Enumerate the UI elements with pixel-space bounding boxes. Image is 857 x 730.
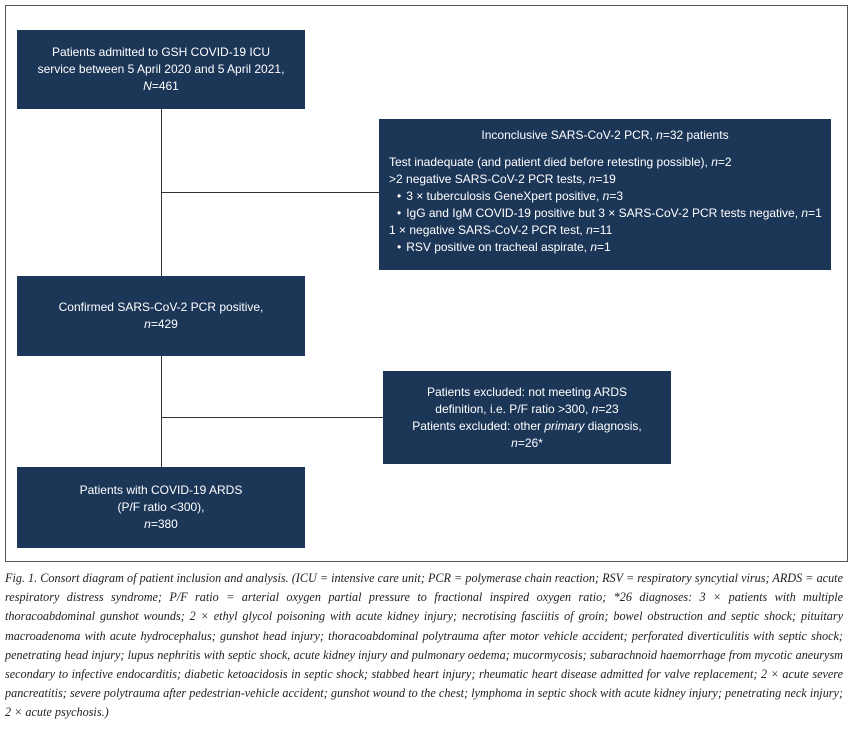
admitted-box: Patients admitted to GSH COVID-19 ICU se… (17, 30, 305, 109)
inconclusive-item-text: Test inadequate (and patient died before… (389, 155, 712, 169)
confirmed-line-1: Confirmed SARS-CoV-2 PCR positive, (58, 300, 264, 314)
inconclusive-item-text: >2 negative SARS-CoV-2 PCR tests, (389, 172, 589, 186)
inconclusive-item-text: 1 × negative SARS-CoV-2 PCR test, (389, 223, 587, 237)
inconclusive-item-value: =1 (597, 240, 611, 254)
inconclusive-item-n: n (588, 172, 596, 186)
confirmed-n-value: =429 (150, 317, 178, 331)
ards-line-2: (P/F ratio <300), (117, 500, 205, 514)
inconclusive-item-text: IgG and IgM COVID-19 positive but 3 × SA… (406, 206, 802, 220)
inconclusive-item-value: =2 (717, 155, 732, 169)
inconclusive-item-n: n (711, 155, 718, 169)
inconclusive-title: Inconclusive SARS-CoV-2 PCR, n=32 patien… (389, 127, 821, 144)
connector-to-inconclusive (161, 192, 379, 193)
connector-main-lower (161, 356, 162, 467)
inconclusive-title-text: Inconclusive SARS-CoV-2 PCR, (481, 128, 657, 142)
ards-count: n=380 (144, 516, 178, 533)
confirmed-count: n=429 (144, 316, 178, 333)
inconclusive-item-value: =11 (592, 223, 613, 237)
ards-n-label: n (144, 517, 151, 531)
inconclusive-item-n: n (801, 206, 809, 220)
connector-to-excluded (161, 417, 383, 418)
ards-box: Patients with COVID-19 ARDS (P/F ratio <… (17, 467, 305, 548)
excluded-line-2-value: =23 (598, 401, 619, 416)
excluded-line-1: Patients excluded: not meeting ARDS (426, 384, 628, 399)
figure-caption: Fig. 1. Consort diagram of patient inclu… (5, 569, 843, 723)
admitted-line-2: service between 5 April 2020 and 5 April… (37, 62, 285, 76)
inconclusive-title-n: n (656, 128, 663, 142)
inconclusive-item-n: n (590, 240, 597, 254)
caption-label: Fig. 1. (5, 571, 38, 585)
confirmed-box: Confirmed SARS-CoV-2 PCR positive, n=429 (17, 276, 305, 356)
excluded-line-3a: Patients excluded: other (412, 418, 545, 433)
admitted-n-value: =461 (151, 79, 179, 93)
inconclusive-item-value: =19 (595, 172, 616, 186)
excluded-n-value: =26* (517, 435, 543, 450)
inconclusive-subitem: IgG and IgM COVID-19 positive but 3 × SA… (389, 205, 822, 222)
admitted-line-1: Patients admitted to GSH COVID-19 ICU (51, 45, 271, 59)
excluded-count: n=26* (511, 435, 543, 452)
inconclusive-box: Inconclusive SARS-CoV-2 PCR, n=32 patien… (379, 119, 831, 270)
inconclusive-subitem: 3 × tuberculosis GeneXpert positive, n=3 (389, 188, 821, 205)
inconclusive-item: 1 × negative SARS-CoV-2 PCR test, n=11 (389, 222, 821, 239)
admitted-count: N=461 (143, 78, 179, 95)
inconclusive-item-text: 3 × tuberculosis GeneXpert positive, (406, 189, 603, 203)
inconclusive-item-text: RSV positive on tracheal aspirate, (406, 240, 591, 254)
excluded-line-3b: diagnosis, (584, 418, 642, 433)
ards-n-value: =380 (150, 517, 178, 531)
inconclusive-item: Test inadequate (and patient died before… (389, 154, 821, 171)
excluded-n-label: n (511, 435, 518, 450)
inconclusive-subitem: RSV positive on tracheal aspirate, n=1 (389, 239, 821, 256)
diagram-frame (5, 5, 848, 562)
excluded-box: Patients excluded: not meeting ARDS defi… (383, 371, 671, 464)
excluded-line-2: definition, i.e. P/F ratio >300, n=23 (435, 401, 618, 418)
inconclusive-item: >2 negative SARS-CoV-2 PCR tests, n=19 (389, 171, 821, 188)
excluded-line-2-text: definition, i.e. P/F ratio >300, (435, 401, 592, 416)
inconclusive-item-n: n (602, 189, 610, 203)
inconclusive-item-value: =1 (808, 206, 822, 220)
inconclusive-title-value: =32 patients (662, 128, 729, 142)
inconclusive-item-value: =3 (609, 189, 624, 203)
excluded-line-2-n: n (591, 401, 599, 416)
caption-text: Consort diagram of patient inclusion and… (5, 571, 843, 720)
ards-line-1: Patients with COVID-19 ARDS (79, 483, 243, 497)
excluded-line-3: Patients excluded: other primary diagnos… (412, 418, 641, 435)
excluded-line-3-em: primary (544, 418, 585, 433)
admitted-n-label: N (143, 79, 152, 93)
inconclusive-item-n: n (586, 223, 593, 237)
confirmed-n-label: n (144, 317, 151, 331)
